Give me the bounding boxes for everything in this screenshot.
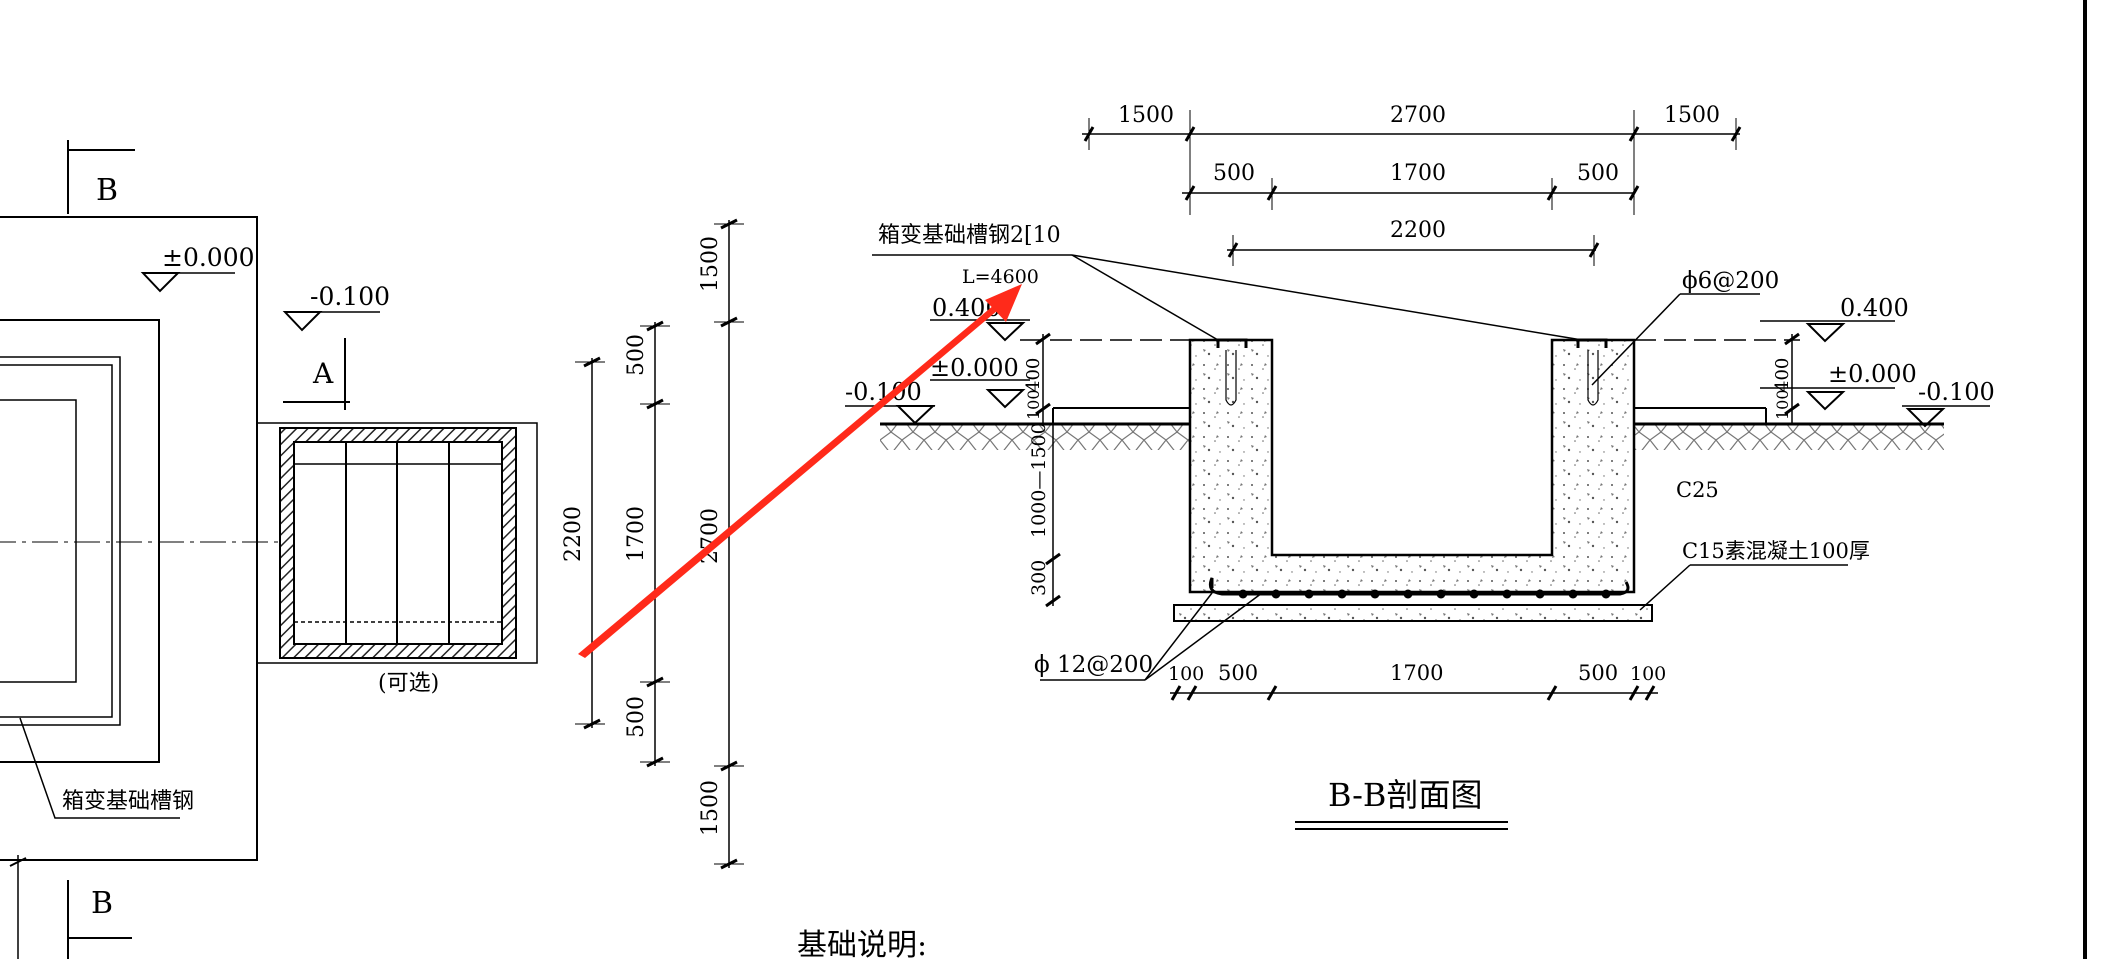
sec-second-dim-2: 500: [1577, 161, 1619, 186]
sec-elev-right-low: -0.100: [1918, 378, 1995, 406]
plan-elev-outside: -0.100: [310, 282, 390, 311]
sec-bottom-dim-1: 500: [1218, 661, 1258, 685]
sec-elev-left-zero: ±0.000: [930, 354, 1019, 382]
rebar-bottom-label: ϕ 12@200: [1034, 652, 1153, 678]
vdim-inner-0: 500: [624, 334, 649, 376]
rebar-top-label: ϕ6@200: [1682, 268, 1779, 294]
red-arrow-annotation: [578, 284, 1022, 658]
channel-note-line1: 箱变基础槽钢2[10: [878, 223, 1061, 248]
sec-elev-right-top: 0.400: [1840, 294, 1909, 322]
sec-bottom-dim-4: 100: [1630, 663, 1666, 685]
sec-dim-depth: 1000—1500: [1028, 422, 1050, 538]
section-top-dimension-lines: [1082, 110, 1742, 266]
sec-second-dim-0: 500: [1213, 161, 1255, 186]
section-mark-b-bottom: B: [91, 886, 113, 921]
sec-second-dim-1: 1700: [1390, 161, 1446, 186]
sec-top-dim-1: 2700: [1390, 103, 1446, 128]
optional-note: (可选): [378, 671, 439, 696]
sec-dim-slab: 300: [1028, 560, 1050, 596]
sec-bottom-dim-3: 500: [1578, 661, 1618, 685]
sec-elev-right-zero: ±0.000: [1828, 360, 1917, 388]
sec-bottom-dim-0: 100: [1168, 663, 1204, 685]
channel-note-line2: L=4600: [962, 266, 1039, 288]
optional-box-hatch: [279, 427, 517, 659]
sec-dim-100-right: 100: [1773, 389, 1792, 420]
vdim-inner-1: 1700: [624, 506, 649, 562]
section-mark-a: A: [312, 357, 334, 390]
sec-dim-400-left: 400: [1023, 358, 1044, 392]
concrete-foundation: [1173, 338, 1653, 622]
sec-third-dim: 2200: [1390, 218, 1446, 243]
plan-view: [0, 140, 538, 959]
cushion-label: C15素混凝土100厚: [1682, 539, 1870, 563]
notes-heading: 基础说明:: [797, 928, 927, 959]
plan-channel-label: 箱变基础槽钢: [62, 789, 194, 814]
sec-top-dim-0: 1500: [1118, 103, 1174, 128]
section-mark-b-top: B: [96, 173, 118, 208]
vdim-outer-0: 1500: [698, 236, 723, 292]
vdim-inner-2: 500: [624, 696, 649, 738]
sec-top-dim-2: 1500: [1664, 103, 1720, 128]
section-title: B-B剖面图: [1328, 776, 1482, 814]
vdim-outer-2: 1500: [698, 780, 723, 836]
vdim-total: 2200: [561, 506, 586, 562]
plan-elev-ground: ±0.000: [162, 243, 255, 272]
sec-bottom-dim-2: 1700: [1390, 661, 1443, 685]
sec-dim-400-right: 400: [1772, 358, 1793, 392]
vertical-dimension-lines: [575, 218, 744, 870]
rebar-dots: [1238, 589, 1611, 599]
sec-dim-100-left: 100: [1024, 389, 1043, 420]
ground-soil: [880, 407, 1944, 450]
concrete-grade: C25: [1676, 478, 1719, 502]
